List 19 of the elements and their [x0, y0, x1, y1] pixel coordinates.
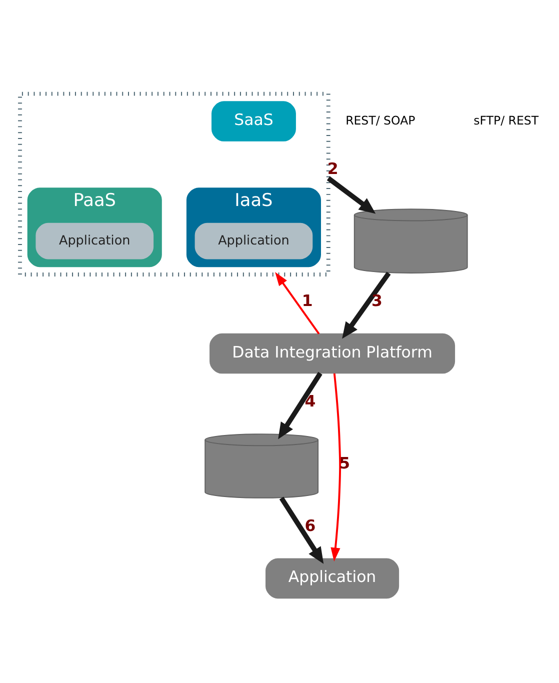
arrow: [342, 271, 391, 338]
edge-label: 3: [372, 290, 383, 310]
node-box: Data Integration Platform: [210, 332, 456, 374]
node-box: Application: [36, 222, 154, 259]
edge-label: 4: [304, 390, 316, 410]
label: sFTP/ REST: [474, 112, 539, 127]
arrow: [330, 372, 342, 561]
node-box: Application: [266, 558, 400, 598]
arrow: [326, 176, 376, 214]
arrow: [279, 496, 324, 564]
label: REST/ SOAP: [346, 112, 416, 127]
edge-label: 2: [327, 158, 338, 178]
arrow: [275, 272, 320, 334]
node-box: Application: [194, 222, 313, 259]
cluster: [18, 91, 330, 276]
edge-label: 1: [302, 290, 313, 310]
edge-label: 6: [304, 516, 316, 535]
arrow: [278, 371, 322, 439]
node-box: SaaS: [212, 100, 296, 141]
